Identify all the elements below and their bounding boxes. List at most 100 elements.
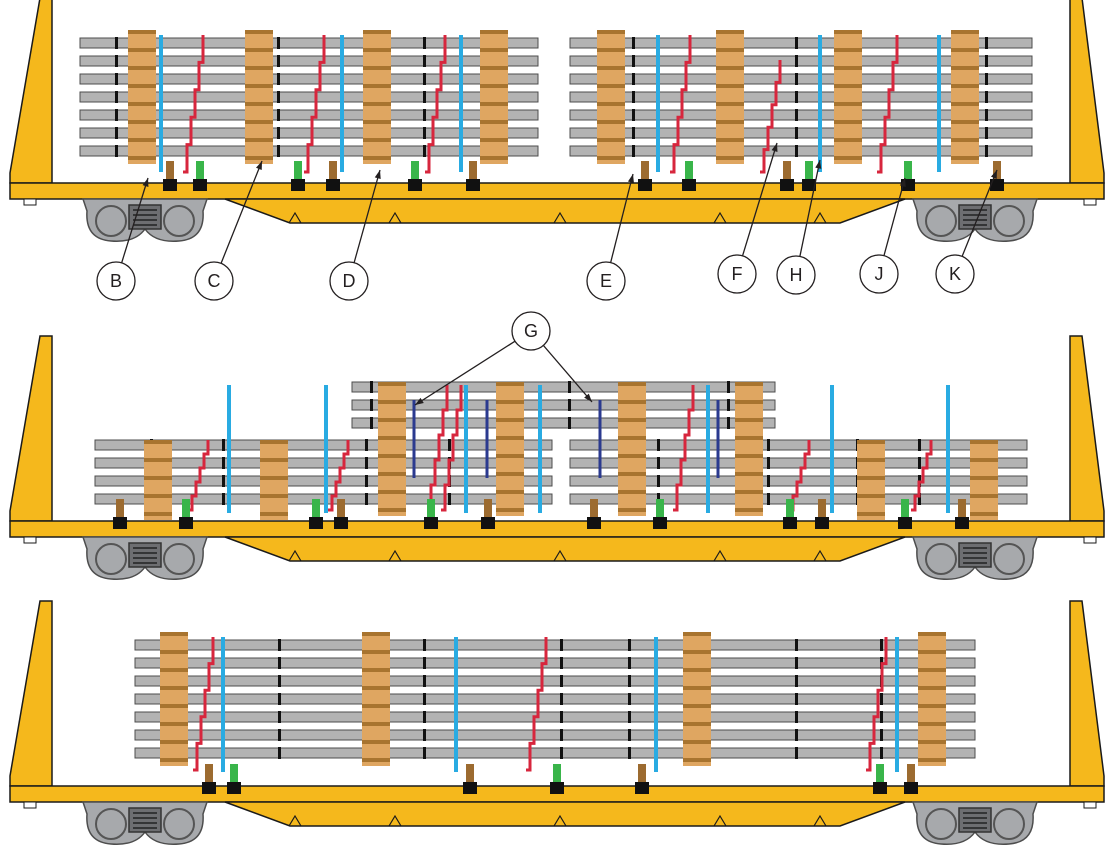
rail-joint-mark <box>880 747 883 759</box>
dunnage-stack <box>378 382 406 516</box>
dunnage-band <box>683 650 711 654</box>
left-coupler <box>23 198 37 206</box>
rail-bar <box>569 91 1033 103</box>
dunnage-band <box>735 418 763 422</box>
rail-joint-mark <box>795 639 798 651</box>
tie-down-anchor <box>802 179 816 191</box>
rail-joint-mark <box>560 657 563 669</box>
tie-down-anchor <box>904 782 918 794</box>
rail-joint-mark <box>795 729 798 741</box>
rail-joint-mark <box>985 37 988 49</box>
tie-down-anchor <box>309 517 323 529</box>
dunnage-band <box>496 418 524 422</box>
sill-stiffener <box>388 211 402 224</box>
dunnage-band <box>378 472 406 476</box>
tie-down-post <box>469 161 477 179</box>
dunnage-band <box>160 758 188 762</box>
tie-down-anchor <box>550 782 564 794</box>
wheel-icon <box>95 543 127 575</box>
rail-joint-mark <box>880 729 883 741</box>
rail-joint-mark <box>278 729 281 741</box>
rail-bar <box>79 127 539 139</box>
rail-joint-mark <box>880 639 883 651</box>
rail-joint-mark <box>985 73 988 85</box>
dunnage-band <box>362 686 390 690</box>
callout-f: F <box>717 142 778 294</box>
sill-stiffener <box>553 549 567 562</box>
dunnage-band <box>735 472 763 476</box>
dunnage-band <box>951 84 979 88</box>
diagonal-strap <box>441 385 463 512</box>
dunnage-band <box>363 102 391 106</box>
dunnage-band <box>128 102 156 106</box>
dunnage-band <box>378 508 406 512</box>
tie-down-post <box>876 764 884 782</box>
sill-stiffener <box>553 211 567 224</box>
rail-joint-mark <box>632 37 635 49</box>
dunnage-band <box>970 512 998 516</box>
dunnage-band <box>260 458 288 462</box>
rail-bar <box>569 457 1028 469</box>
dunnage-band <box>716 138 744 142</box>
tie-down-anchor <box>873 782 887 794</box>
dunnage-band <box>260 476 288 480</box>
flatcar-3 <box>9 600 1105 845</box>
dunnage-band <box>918 758 946 762</box>
rail-joint-mark <box>628 693 631 705</box>
tie-down-anchor <box>193 179 207 191</box>
rail-joint-mark <box>795 747 798 759</box>
arrowhead-icon <box>584 393 592 402</box>
dunnage-band <box>480 84 508 88</box>
dunnage-band <box>951 102 979 106</box>
dunnage-stack <box>857 440 885 520</box>
rail-joint-mark <box>568 417 571 429</box>
callout-h: H <box>776 159 822 295</box>
diagonal-strap <box>670 35 692 174</box>
rail-joint-mark <box>370 417 373 429</box>
dunnage-band <box>970 476 998 480</box>
tie-down-post <box>427 499 435 517</box>
diagonal-strap <box>188 440 210 512</box>
rail-joint-mark <box>277 91 280 103</box>
rail-joint-mark <box>632 73 635 85</box>
arrowhead-icon <box>815 160 822 169</box>
left-bulkhead <box>9 0 53 184</box>
tie-down-post <box>196 161 204 179</box>
dunnage-band <box>260 494 288 498</box>
rail-joint-mark <box>277 73 280 85</box>
dunnage-band <box>160 704 188 708</box>
dunnage-band <box>716 120 744 124</box>
rail-joint-mark <box>365 439 368 451</box>
rail-joint-mark <box>423 55 426 67</box>
rail-bar <box>79 91 539 103</box>
wheel-icon <box>925 808 957 840</box>
right-bulkhead <box>1069 600 1105 787</box>
callout-g: G <box>414 311 593 406</box>
dunnage-band <box>480 48 508 52</box>
dunnage-band <box>834 30 862 34</box>
dunnage-band <box>363 66 391 70</box>
dunnage-band <box>363 84 391 88</box>
tie-down-anchor <box>202 782 216 794</box>
dunnage-band <box>362 758 390 762</box>
dunnage-band <box>378 382 406 386</box>
tie-down-post <box>116 499 124 517</box>
dunnage-band <box>857 512 885 516</box>
dunnage-band <box>160 632 188 636</box>
dunnage-band <box>951 120 979 124</box>
rail-joint-mark <box>277 127 280 139</box>
rail-joint-mark <box>795 127 798 139</box>
dunnage-band <box>951 138 979 142</box>
wheel-icon <box>925 543 957 575</box>
sill-stiffener <box>713 549 727 562</box>
dunnage-band <box>834 66 862 70</box>
callout-b: B <box>96 177 149 301</box>
dunnage-band <box>597 30 625 34</box>
tie-down-anchor <box>990 179 1004 191</box>
dunnage-band <box>834 84 862 88</box>
rail-bar <box>569 145 1033 157</box>
rail-bar <box>351 417 776 429</box>
wheel-icon <box>993 205 1025 237</box>
dunnage-band <box>245 48 273 52</box>
